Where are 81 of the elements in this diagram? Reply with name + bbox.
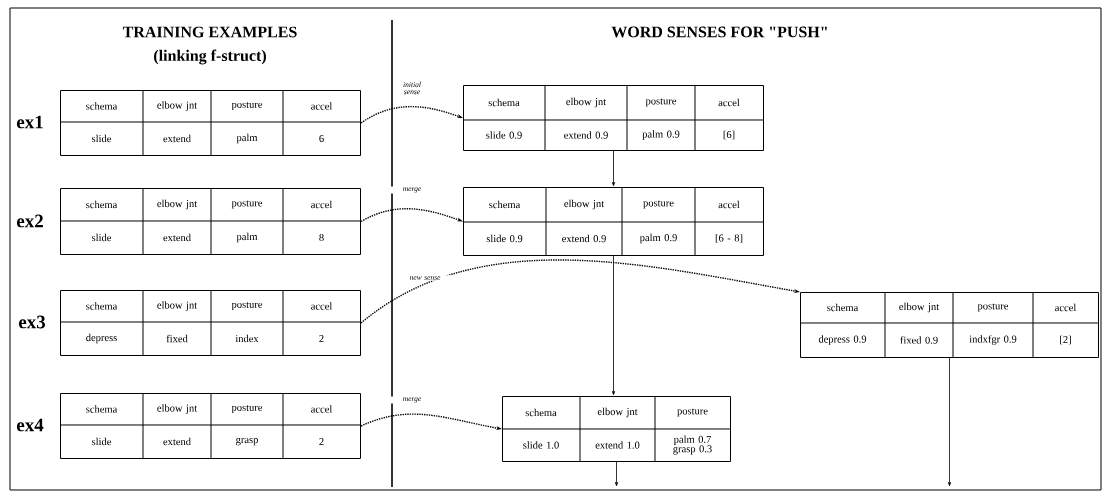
value-text: slide bbox=[92, 437, 112, 446]
header-text: accel bbox=[311, 200, 333, 209]
value-text: indxfgr 0.9 bbox=[969, 335, 1017, 345]
table bbox=[462, 186, 764, 256]
header-text: elbow jnt bbox=[564, 199, 605, 210]
value-text: 8 bbox=[319, 233, 324, 242]
arrow bbox=[615, 461, 619, 487]
header-text: posture bbox=[231, 301, 263, 311]
table bbox=[799, 291, 1099, 358]
value-text: slide 1.0 bbox=[523, 441, 559, 449]
value-text: 2 bbox=[319, 438, 324, 445]
value-text: slide 0.9 bbox=[486, 234, 523, 243]
value-text: extend bbox=[163, 134, 191, 143]
table bbox=[462, 84, 764, 151]
example-label: ex4 bbox=[16, 418, 44, 432]
header-text: posture bbox=[231, 101, 263, 111]
header-text: accel bbox=[311, 302, 333, 310]
header-text: accel bbox=[718, 200, 740, 209]
value-text: fixed bbox=[166, 334, 188, 343]
table bbox=[59, 89, 361, 156]
value-text: depress 0.9 bbox=[818, 335, 867, 345]
value-text: index bbox=[235, 334, 259, 343]
value-text: extend 0.9 bbox=[562, 234, 606, 243]
table bbox=[59, 392, 361, 459]
value-text: 6 bbox=[319, 135, 324, 143]
example-label: ex2 bbox=[16, 214, 43, 228]
header-text: accel bbox=[311, 102, 333, 110]
header-text: posture bbox=[645, 98, 677, 107]
header-text: elbow jnt bbox=[157, 199, 198, 210]
value-text: [2] bbox=[1060, 335, 1071, 345]
value-text: slide bbox=[92, 134, 112, 143]
value-text: extend bbox=[163, 233, 191, 242]
value-text: palm 0.9 bbox=[642, 130, 680, 140]
value-text: palm bbox=[236, 232, 258, 243]
value-text: extend 0.9 bbox=[564, 131, 608, 139]
header-text: schema bbox=[86, 102, 118, 110]
value-text: grasp bbox=[236, 437, 258, 446]
header-text: accel bbox=[718, 98, 740, 107]
value-text: depress bbox=[86, 333, 117, 344]
example-label: ex1 bbox=[16, 115, 43, 129]
header-text: elbow jnt bbox=[597, 407, 638, 418]
value-text: extend bbox=[163, 437, 191, 446]
header-text: elbow jnt bbox=[566, 97, 607, 108]
header-text: schema bbox=[86, 302, 118, 310]
heading: TRAINING EXAMPLES bbox=[122, 26, 297, 38]
arrow bbox=[612, 150, 616, 187]
header-text: elbow jnt bbox=[157, 301, 198, 311]
header-text: posture bbox=[231, 200, 263, 209]
header-text: schema bbox=[525, 408, 557, 417]
table bbox=[59, 289, 361, 356]
value-text: palm bbox=[236, 133, 258, 144]
header-text: posture bbox=[643, 200, 674, 209]
header-text: posture bbox=[677, 408, 708, 417]
value-text: palm 0.9 bbox=[639, 233, 677, 244]
value-text: fixed 0.9 bbox=[900, 336, 938, 344]
value-text: [6] bbox=[723, 130, 735, 140]
arrow bbox=[612, 255, 616, 396]
header-text: schema bbox=[827, 303, 859, 312]
value-text: 2 bbox=[319, 335, 324, 342]
value-text: extend 1.0 bbox=[595, 441, 640, 449]
value-text: [6 - 8] bbox=[715, 234, 743, 243]
table bbox=[59, 187, 361, 255]
header-text: elbow jnt bbox=[899, 302, 940, 313]
header-text: posture bbox=[977, 303, 1009, 312]
value-text: slide bbox=[92, 233, 112, 242]
heading: (linking f-struct) bbox=[154, 49, 266, 65]
value-text: slide 0.9 bbox=[486, 131, 522, 139]
header-text: elbow jnt bbox=[157, 404, 198, 414]
value-text: palm 0.7 grasp 0.3 bbox=[673, 435, 712, 455]
header-text: schema bbox=[86, 200, 118, 209]
header-text: accel bbox=[1055, 303, 1077, 312]
header-text: schema bbox=[86, 405, 118, 413]
heading: WORD SENSES FOR "PUSH" bbox=[611, 26, 827, 38]
header-text: accel bbox=[311, 405, 333, 413]
arrow bbox=[947, 357, 951, 487]
example-label: ex3 bbox=[18, 315, 46, 329]
header-text: schema bbox=[489, 200, 521, 209]
header-text: posture bbox=[231, 404, 263, 414]
header-text: schema bbox=[488, 98, 520, 107]
table bbox=[501, 395, 731, 462]
header-text: elbow jnt bbox=[157, 101, 198, 111]
